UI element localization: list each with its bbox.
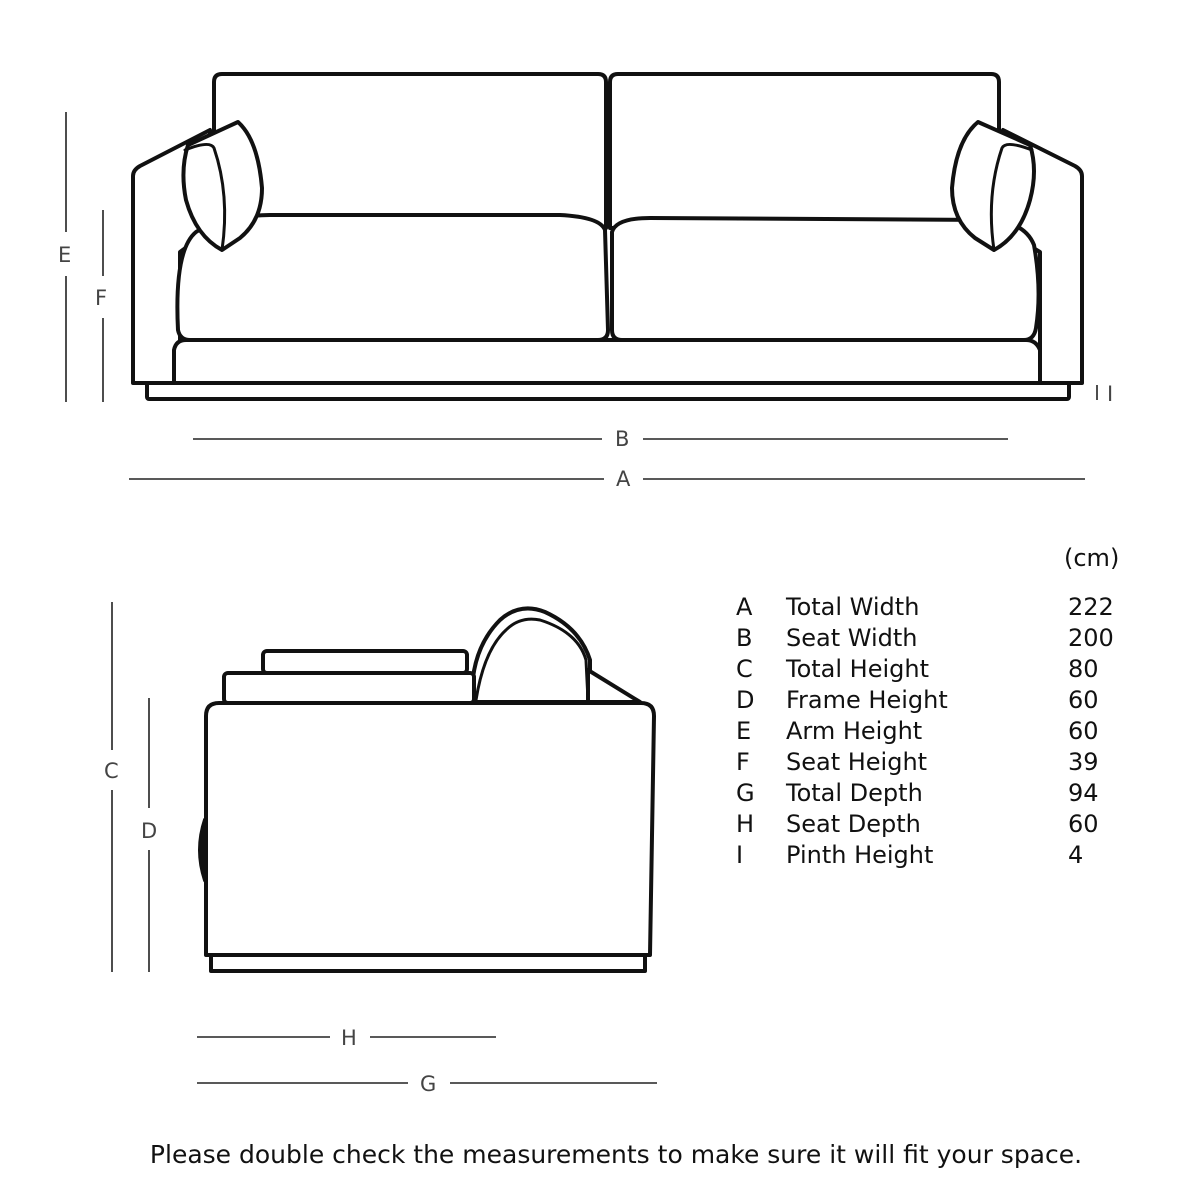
throw-pillow-left-seam xyxy=(183,143,227,252)
front-base-frame xyxy=(172,338,1042,385)
row-label: Total Height xyxy=(786,655,930,683)
row-value: 222 xyxy=(1068,593,1114,621)
front-dimension-lines: E F I B A xyxy=(58,112,1113,491)
row-value: 80 xyxy=(1068,655,1099,683)
row-letter: F xyxy=(736,748,750,776)
row-value: 39 xyxy=(1068,748,1099,776)
row-value: 200 xyxy=(1068,624,1114,652)
side-back-frame-top xyxy=(586,668,642,704)
row-label: Seat Depth xyxy=(786,810,921,838)
measurements-table-body: A Total Width 222 B Seat Width 200 C Total He… xyxy=(736,592,1128,871)
dim-label-f: F xyxy=(95,286,107,310)
table-row: D Frame Height 60 xyxy=(736,685,1128,716)
unit-label: (cm) xyxy=(1064,544,1120,572)
row-letter: G xyxy=(736,779,755,807)
dim-label-d: D xyxy=(141,819,157,843)
row-label: Seat Height xyxy=(786,748,928,776)
table-row: C Total Height 80 xyxy=(736,654,1128,685)
row-label: Arm Height xyxy=(786,717,923,745)
dim-label-a: A xyxy=(616,467,631,491)
side-seat-cushion-lower xyxy=(222,671,476,705)
measurements-table: A Total Width 222 B Seat Width 200 C Total He… xyxy=(736,592,1128,871)
row-value: 94 xyxy=(1068,779,1099,807)
row-value: 4 xyxy=(1068,841,1084,869)
table-row: F Seat Height 39 xyxy=(736,747,1128,778)
throw-pillow-right-seam xyxy=(989,143,1034,252)
table-row: H Seat Depth 60 xyxy=(736,809,1128,840)
row-letter: D xyxy=(736,686,755,714)
sofa-front-view xyxy=(131,72,1084,401)
seat-cushion-right xyxy=(610,216,1041,342)
side-back-cushion-seam xyxy=(474,617,590,702)
row-letter: H xyxy=(736,810,755,838)
seat-cushion-left xyxy=(175,213,610,342)
fit-note: Please double check the measurements to … xyxy=(149,1140,1083,1169)
row-letter: A xyxy=(736,593,753,621)
row-value: 60 xyxy=(1068,686,1099,714)
table-row: E Arm Height 60 xyxy=(736,716,1128,747)
row-letter: I xyxy=(736,841,744,869)
row-label: Pinth Height xyxy=(786,841,934,869)
row-letter: B xyxy=(736,624,753,652)
row-value: 60 xyxy=(1068,810,1099,838)
row-label: Seat Width xyxy=(786,624,918,652)
table-row: G Total Depth 94 xyxy=(736,778,1128,809)
table-row: A Total Width 222 xyxy=(736,592,1128,623)
row-label: Total Depth xyxy=(786,779,923,807)
dim-label-b: B xyxy=(615,427,629,451)
table-row: I Pinth Height 4 xyxy=(736,840,1128,871)
dim-label-h: H xyxy=(341,1026,357,1050)
row-label: Total Width xyxy=(786,593,920,621)
row-label: Frame Height xyxy=(786,686,948,714)
dim-label-i: I xyxy=(1107,382,1113,406)
row-letter: C xyxy=(736,655,753,683)
back-cushion-right xyxy=(608,72,1001,230)
side-back-cushion xyxy=(469,606,592,704)
table-row: B Seat Width 200 xyxy=(736,623,1128,654)
row-letter: E xyxy=(736,717,752,745)
back-cushion-left xyxy=(212,72,608,230)
row-value: 60 xyxy=(1068,717,1099,745)
side-seat-cushion-upper xyxy=(261,649,469,675)
dim-label-e: E xyxy=(58,243,71,267)
dim-label-c: C xyxy=(104,759,119,783)
dim-label-g: G xyxy=(420,1072,436,1096)
side-frame xyxy=(204,701,656,957)
side-dimension-lines: C D H G xyxy=(104,602,657,1096)
sofa-side-view xyxy=(198,606,656,973)
side-pinth xyxy=(209,953,647,973)
